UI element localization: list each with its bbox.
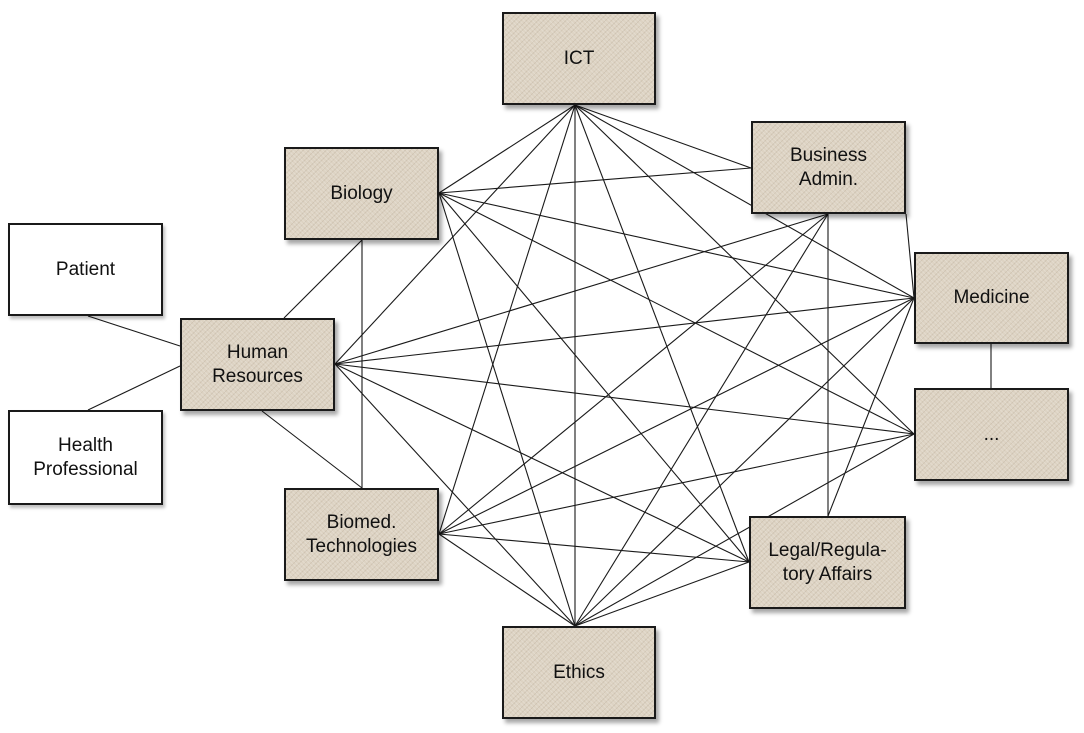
edge-ethics-dots [574, 433, 915, 627]
edge-biomed-dots [438, 433, 915, 535]
node-business-admin[interactable]: Business Admin. [751, 121, 906, 214]
node-medicine-label: Medicine [953, 287, 1030, 308]
node-biomed-technologies[interactable]: Biomed. Technologies [284, 488, 439, 581]
edge-biomed-medicine [438, 297, 915, 535]
edge-biology-medicine [438, 192, 915, 299]
edge-ict-dots [574, 104, 915, 435]
edge-legal-medicine [827, 297, 915, 517]
node-medicine[interactable]: Medicine [914, 252, 1069, 344]
node-ict-label: ICT [563, 47, 595, 69]
edge-biology-human [283, 239, 363, 319]
edge-biology-business [438, 167, 752, 194]
edge-human-biomed [261, 410, 363, 489]
node-ict[interactable]: ICT [502, 12, 656, 105]
node-human-resources[interactable]: Human Resources [180, 318, 335, 411]
edge-biomed-ethics [438, 533, 576, 627]
edge-ict-business [574, 104, 752, 169]
node-more-disciplines-label: ... [983, 423, 1000, 445]
edge-biology-dots [438, 192, 915, 435]
edge-biomed-legal [438, 533, 750, 563]
edge-ethics-legal [574, 561, 750, 627]
edge-business-ethics [574, 213, 829, 627]
node-biology[interactable]: Biology [284, 147, 439, 240]
edge-business-biomed [438, 213, 829, 535]
node-health-professional-label: Health Professional [33, 434, 138, 480]
node-biology-label: Biology [330, 182, 393, 204]
node-ethics-label: Ethics [553, 661, 605, 683]
edge-business-human [334, 213, 829, 365]
node-legal-regulatory-affairs[interactable]: Legal/Regula- tory Affairs [749, 516, 906, 609]
edge-ict-biology [438, 104, 576, 194]
node-business-admin-label: Business Admin. [789, 144, 868, 190]
edge-biology-ethics [438, 192, 576, 627]
node-biomed-technologies-label: Biomed. Technologies [306, 511, 417, 557]
edge-biology-legal [438, 192, 750, 563]
edge-health-human [87, 365, 181, 411]
edge-ict-human [334, 104, 576, 365]
edge-ethics-medicine [574, 297, 915, 627]
edge-ict-biomed [438, 104, 576, 535]
node-ethics[interactable]: Ethics [502, 626, 656, 719]
node-human-resources-label: Human Resources [212, 341, 303, 387]
node-patient[interactable]: Patient [8, 223, 163, 316]
edge-human-medicine [334, 297, 915, 365]
edge-ict-medicine [574, 104, 915, 299]
edge-human-dots [334, 363, 915, 435]
node-health-professional[interactable]: Health Professional [8, 410, 163, 505]
edge-business-medicine [905, 213, 915, 299]
edge-human-ethics [334, 363, 576, 627]
node-more-disciplines[interactable]: ... [914, 388, 1069, 481]
edge-human-legal [334, 363, 750, 563]
node-legal-regulatory-affairs-label: Legal/Regula- tory Affairs [768, 539, 887, 585]
node-patient-label: Patient [55, 258, 116, 280]
edge-patient-human [87, 315, 181, 347]
